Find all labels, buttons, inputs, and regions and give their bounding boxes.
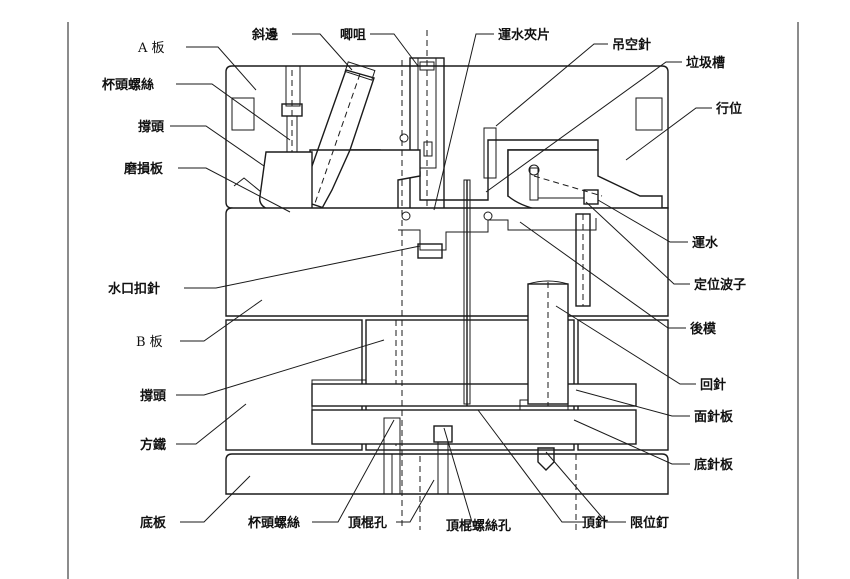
label-ejector-pin: 頂針 xyxy=(582,515,608,531)
bottom-cup-screws-shape xyxy=(383,417,453,495)
label-ejector-rod-hole: 頂棍孔 xyxy=(348,515,387,531)
label-detent-ball: 定位波子 xyxy=(693,277,746,293)
label-cup-head-screw-bottom: 杯頭螺絲 xyxy=(248,515,300,531)
ejector-pin-shape xyxy=(463,179,471,406)
label-cup-head-screw-top: 杯頭螺絲 xyxy=(102,77,154,93)
label-water-clip: 運水夾片 xyxy=(498,27,550,43)
return-pin-shape xyxy=(527,280,569,406)
label-core: 後模 xyxy=(690,321,717,337)
top-cup-screw-shape xyxy=(281,65,303,158)
label-ejector-plate: 底針板 xyxy=(694,457,734,473)
label-slide: 行位 xyxy=(715,101,742,117)
stop-pin-shape xyxy=(537,447,555,471)
label-wear-plate: 磨損板 xyxy=(124,161,164,177)
label-support-head-top: 撐頭 xyxy=(138,119,165,135)
label-return-pin: 回針 xyxy=(700,377,726,393)
label-a-plate: A 板 xyxy=(137,41,165,56)
label-stop-pin: 限位釘 xyxy=(630,515,669,531)
hang-pin-shape xyxy=(483,127,497,179)
label-ejector-retainer-plate: 面針板 xyxy=(694,409,734,425)
label-waste-slot: 垃圾槽 xyxy=(686,55,725,71)
cooling-pin-shape xyxy=(575,213,591,307)
label-bottom-plate: 底板 xyxy=(140,515,167,531)
label-support-head-bottom: 撐頭 xyxy=(140,388,167,404)
label-spacer-block: 方鐵 xyxy=(140,437,166,453)
leader-lines xyxy=(170,33,712,523)
b-plate-shape xyxy=(225,207,669,317)
label-nozzle: 唧咀 xyxy=(340,28,366,43)
label-hang-pin: 吊空針 xyxy=(612,37,651,53)
label-cooling: 運水 xyxy=(692,235,719,251)
bottom-plate-shape xyxy=(225,453,669,530)
label-slanted-edge: 斜邊 xyxy=(251,27,279,43)
label-b-plate: B 板 xyxy=(136,335,163,350)
label-sprue-puller: 水口扣針 xyxy=(108,281,160,297)
label-ejector-rod-screw-hole: 頂棍螺絲孔 xyxy=(446,518,511,534)
